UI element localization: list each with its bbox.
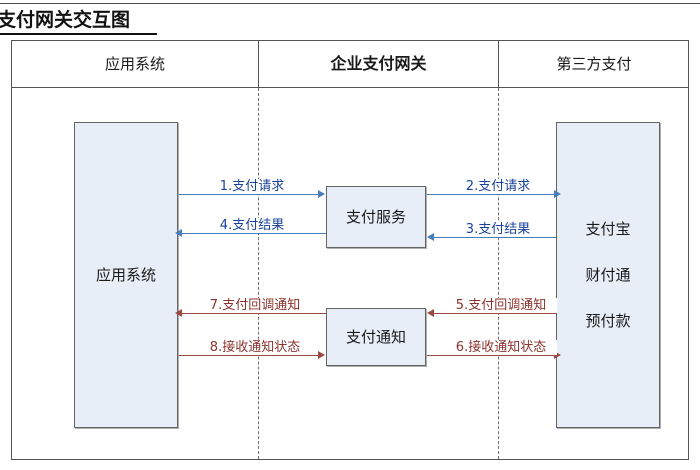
arrow-head-5: [427, 309, 434, 317]
arrow-label-1: 1.支付请求: [208, 179, 296, 194]
lane-header-application-system: 应用系统: [104, 55, 165, 73]
arrow-head-3: [427, 233, 434, 241]
third-party-line-tenpay: 财付通: [585, 266, 631, 284]
lane-divider-header-2: [498, 40, 499, 87]
arrow-line-8: [179, 355, 319, 356]
third-party-line-prepaid: 预付款: [585, 312, 631, 330]
box-application-system[interactable]: 应用系统: [74, 122, 178, 428]
arrow-head-7: [175, 309, 182, 317]
arrow-label-2: 2.支付请求: [454, 179, 542, 194]
lane-lifeline-2: [498, 88, 499, 459]
lane-divider-header-1: [258, 40, 259, 87]
arrow-line-7: [181, 313, 326, 314]
arrow-head-1: [318, 190, 325, 198]
lane-header-enterprise-payment-gateway: 企业支付网关: [330, 54, 427, 73]
lane-lifeline-1: [258, 88, 259, 459]
arrow-head-8: [318, 351, 325, 359]
box-third-party-payment[interactable]: 支付宝 财付通 预付款: [556, 122, 660, 428]
third-party-line-alipay: 支付宝: [585, 220, 631, 238]
arrow-label-7: 7.支付回调通知: [199, 298, 311, 313]
arrow-line-6: [427, 355, 555, 356]
arrow-label-4: 4.支付结果: [208, 218, 296, 233]
arrow-line-3: [433, 237, 556, 238]
arrow-label-6: 6.接收通知状态: [445, 340, 557, 355]
lane-header-separator: [11, 87, 689, 88]
arrow-head-2: [554, 190, 561, 198]
arrow-head-4: [175, 229, 182, 237]
arrow-line-5: [433, 313, 556, 314]
title-underline: [0, 33, 157, 35]
box-payment-notify[interactable]: 支付通知: [326, 308, 426, 366]
box-payment-notify-label: 支付通知: [345, 328, 406, 346]
diagram-title: 业支付网关交互图: [0, 9, 131, 31]
arrow-line-2: [427, 194, 555, 195]
lane-header-third-party-payment: 第三方支付: [556, 55, 632, 73]
box-application-system-label: 应用系统: [95, 266, 156, 284]
arrow-label-3: 3.支付结果: [454, 222, 542, 237]
arrow-label-5: 5.支付回调通知: [445, 298, 557, 313]
arrow-label-8: 8.接收通知状态: [199, 340, 311, 355]
top-rule: [0, 3, 700, 4]
box-payment-service[interactable]: 支付服务: [326, 186, 426, 248]
box-payment-service-label: 支付服务: [345, 208, 406, 226]
swimlane-frame: [11, 40, 689, 460]
arrow-line-1: [179, 194, 319, 195]
arrow-head-6: [554, 351, 561, 359]
arrow-line-4: [181, 233, 326, 234]
